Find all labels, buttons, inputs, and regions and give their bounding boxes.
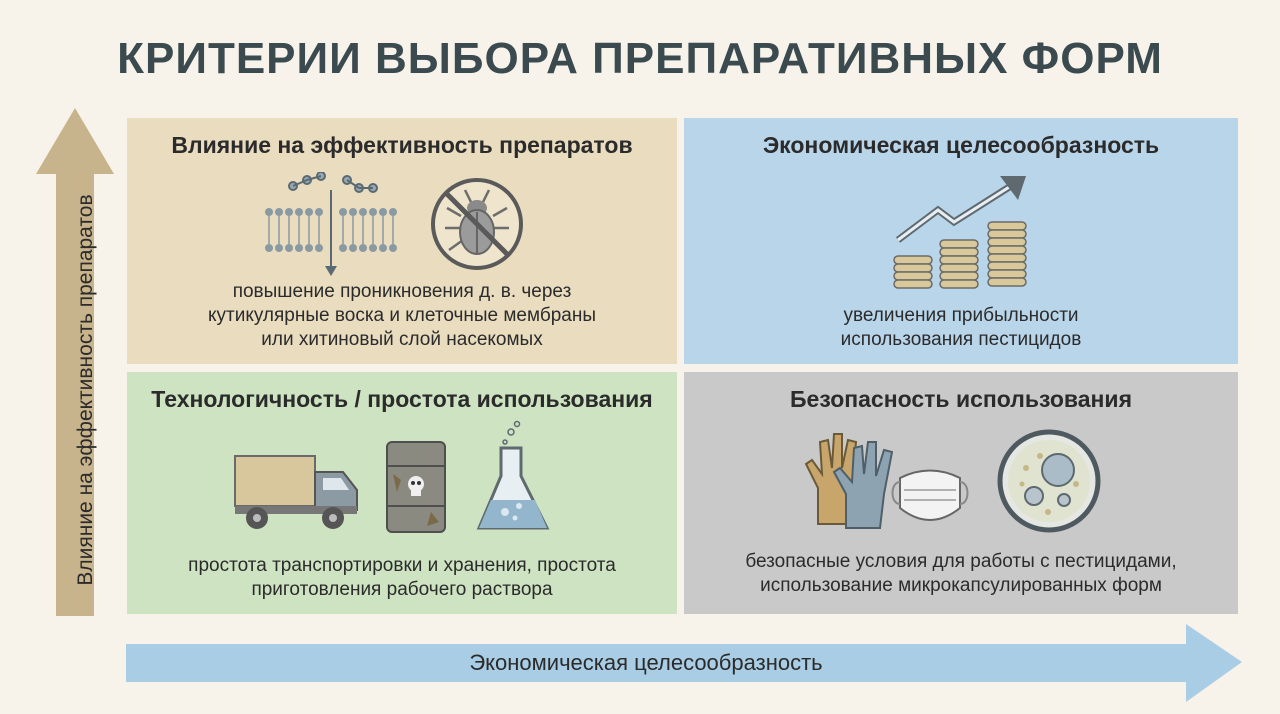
quadrant-text-line: использования пестицидов (840, 329, 1082, 350)
quadrant-text-line: простота транспортировки и хранения, про… (188, 555, 616, 576)
microcapsule-icon (997, 429, 1101, 533)
truck-icon (234, 455, 358, 529)
page-title: КРИТЕРИИ ВЫБОРА ПРЕПАРАТИВНЫХ ФОРМ (117, 34, 1163, 83)
quadrant-heading: Влияние на эффективность препаратов (171, 132, 633, 158)
quadrant-heading: Технологичность / простота использования (151, 386, 653, 412)
quadrant-heading: Безопасность использования (790, 386, 1132, 412)
quadrant-text-line: безопасные условия для работы с пестицид… (745, 551, 1177, 572)
vertical-axis-arrow (36, 108, 114, 618)
quadrant-text-line: использование микрокапсулированных форм (760, 575, 1162, 596)
quadrant-usability: Технологичность / простота использования… (127, 372, 677, 614)
quadrant-efficacy: Влияние на эффективность препаратов (127, 118, 677, 364)
quadrant-text-line: кутикулярные воска и клеточные мембраны (207, 305, 597, 326)
horizontal-axis-arrow (126, 624, 1242, 704)
growth-chart-coins-icon (893, 176, 1027, 289)
quadrant-heading: Экономическая целесообразность (762, 132, 1160, 158)
vertical-axis-label: Влияние на эффективность препаратов (74, 194, 97, 586)
flask-icon (476, 420, 550, 530)
face-mask-icon (891, 469, 969, 521)
no-insect-icon (431, 178, 523, 270)
quadrant-text-line: повышение проникновения д. в. через (232, 281, 572, 302)
quadrant-text-line: приготовления рабочего раствора (251, 579, 553, 600)
quadrant-text-line: или хитиновый слой насекомых (261, 329, 543, 350)
toxic-barrel-icon (386, 441, 446, 533)
cell-membrane-icon (265, 172, 397, 276)
quadrant-economics: Экономическая целесообразность увеличени… (684, 118, 1238, 364)
horizontal-axis-label: Экономическая целесообразность (469, 650, 823, 675)
quadrant-text-line: увеличения прибыльности (843, 305, 1079, 326)
gloves-icon (804, 433, 894, 529)
quadrant-safety: Безопасность использования безопасные ус… (684, 372, 1238, 614)
